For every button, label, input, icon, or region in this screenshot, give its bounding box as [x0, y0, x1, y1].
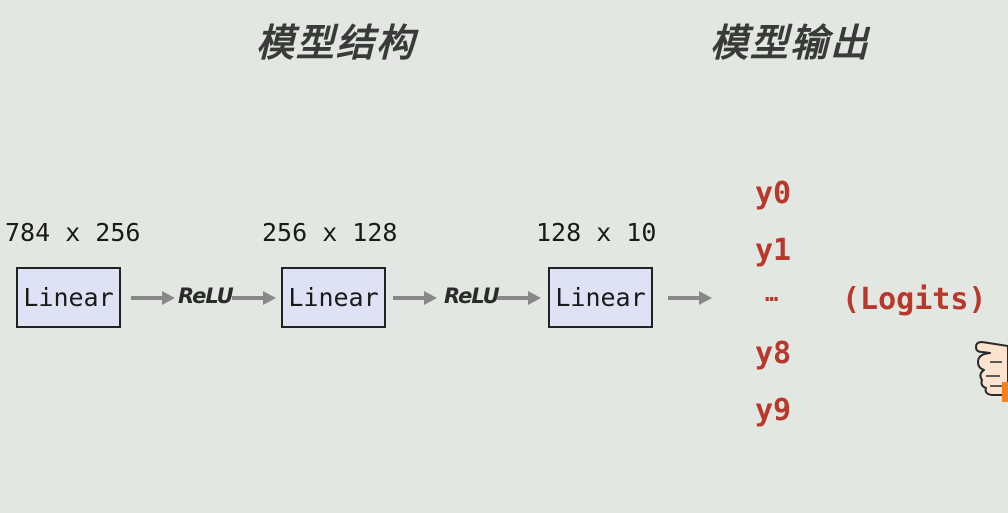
arrow-1 — [131, 291, 175, 305]
arrow-4 — [497, 291, 541, 305]
arrow-5 — [668, 291, 712, 305]
output-ellipsis: … — [765, 282, 779, 307]
model-output-title: 模型输出 — [710, 21, 871, 65]
layer-1-box: Linear — [16, 267, 121, 328]
activation-2-label: ReLU — [444, 284, 500, 308]
pointing-hand-icon — [975, 341, 1008, 402]
output-y0: y0 — [755, 176, 792, 211]
layer-1-dimensions: 784 x 256 — [5, 218, 141, 247]
logits-label: (Logits) — [842, 282, 987, 317]
layer-2-box: Linear — [281, 267, 386, 328]
model-structure-title: 模型结构 — [256, 21, 417, 65]
arrow-3 — [393, 291, 437, 305]
output-y9: y9 — [755, 393, 792, 428]
layer-2-label: Linear — [288, 283, 379, 312]
output-y1: y1 — [755, 233, 792, 268]
arrow-2 — [232, 291, 276, 305]
layer-3-box: Linear — [548, 267, 653, 328]
activation-1-label: ReLU — [178, 284, 234, 308]
layer-1-label: Linear — [23, 283, 114, 312]
layer-3-label: Linear — [555, 283, 646, 312]
layer-2-dimensions: 256 x 128 — [262, 218, 398, 247]
layer-3-dimensions: 128 x 10 — [536, 218, 657, 247]
output-y8: y8 — [755, 336, 792, 371]
